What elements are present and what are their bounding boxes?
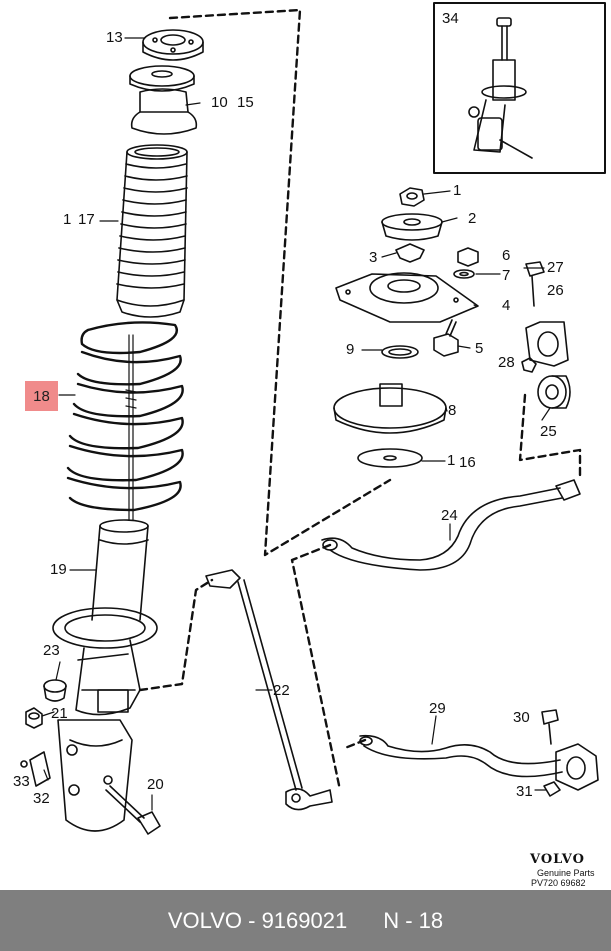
callout-1-lower: 1 — [447, 452, 456, 469]
callout-28: 28 — [498, 354, 515, 371]
callout-19: 19 — [50, 561, 67, 578]
callout-1: 1 — [453, 182, 462, 199]
callout-15: 15 — [237, 94, 254, 111]
footer-bar: VOLVO - 9169021 N - 18 — [0, 890, 611, 951]
stabilizer-link-part-22 — [205, 569, 333, 811]
exploded-parts-diagram — [20, 2, 606, 835]
callout-5: 5 — [475, 340, 484, 357]
callout-1-upper: 1 — [63, 211, 72, 228]
dust-boot-part-17 — [116, 144, 188, 318]
bolt-part-20 — [105, 785, 161, 835]
volvo-logo-text: VOLVO — [530, 852, 585, 867]
callout-32: 32 — [33, 790, 50, 807]
washer-part-2 — [381, 213, 443, 241]
dashed-guide-lines — [138, 8, 582, 792]
nut-part-6 — [457, 247, 479, 267]
callout-26: 26 — [547, 282, 564, 299]
callout-31: 31 — [516, 783, 533, 800]
inset-frame — [433, 2, 606, 174]
nut-part-28 — [521, 357, 537, 373]
callout-7: 7 — [502, 267, 511, 284]
genuine-parts-label: Genuine Parts — [537, 868, 595, 878]
callout-33: 33 — [13, 773, 30, 790]
spring-seat-part-8 — [333, 383, 447, 434]
callout-16: 16 — [459, 454, 476, 471]
mount-plate-part-4 — [335, 272, 479, 323]
bump-stop-part-15 — [130, 88, 198, 135]
callout-17: 17 — [78, 211, 95, 228]
callout-2: 2 — [468, 210, 477, 227]
clip-part-33 — [20, 751, 51, 787]
callout-25: 25 — [540, 423, 557, 440]
callout-8: 8 — [448, 402, 457, 419]
callout-34: 34 — [442, 10, 459, 27]
callout-18-highlighted: 18 — [25, 381, 58, 411]
leader-lines — [41, 37, 551, 811]
callout-6: 6 — [502, 247, 511, 264]
callout-27: 27 — [547, 259, 564, 276]
reference-label: N - 18 — [383, 907, 444, 933]
callout-13: 13 — [106, 29, 123, 46]
bushing-part-25 — [537, 375, 571, 409]
diagram-code: PV720 69682 — [531, 878, 586, 888]
callout-29: 29 — [429, 700, 446, 717]
callout-23: 23 — [43, 642, 60, 659]
bracket-part-26 — [525, 321, 569, 367]
bearing-ring-part-10 — [129, 65, 195, 92]
washer-part-16 — [357, 448, 423, 468]
callout-24: 24 — [441, 507, 458, 524]
nut-part-1 — [399, 187, 425, 207]
fastener-part-23 — [43, 679, 67, 702]
callout-22: 22 — [273, 682, 290, 699]
callout-10: 10 — [211, 94, 228, 111]
inset-strut-assembly — [468, 17, 533, 159]
callout-20: 20 — [147, 776, 164, 793]
bolt-part-5 — [433, 319, 459, 357]
callout-30: 30 — [513, 709, 530, 726]
callout-9: 9 — [346, 341, 355, 358]
bracket-part-31 — [543, 743, 599, 797]
bolt-part-27 — [525, 261, 545, 307]
lock-plate-part-3 — [395, 243, 425, 263]
bolt-part-30 — [541, 709, 559, 745]
top-mount-part-13 — [142, 29, 204, 61]
strut-body-part-19 — [52, 519, 158, 832]
sway-bar-part-29 — [359, 734, 563, 778]
callout-4: 4 — [502, 297, 511, 314]
sway-bar-part-24 — [321, 479, 581, 571]
callout-3: 3 — [369, 249, 378, 266]
callout-21: 21 — [51, 705, 68, 722]
ring-part-9 — [381, 345, 419, 359]
washer-part-7 — [453, 269, 475, 279]
coil-spring-part-18 — [66, 321, 184, 521]
fastener-part-21 — [25, 707, 43, 729]
part-number-label: VOLVO - 9169021 — [167, 907, 348, 933]
